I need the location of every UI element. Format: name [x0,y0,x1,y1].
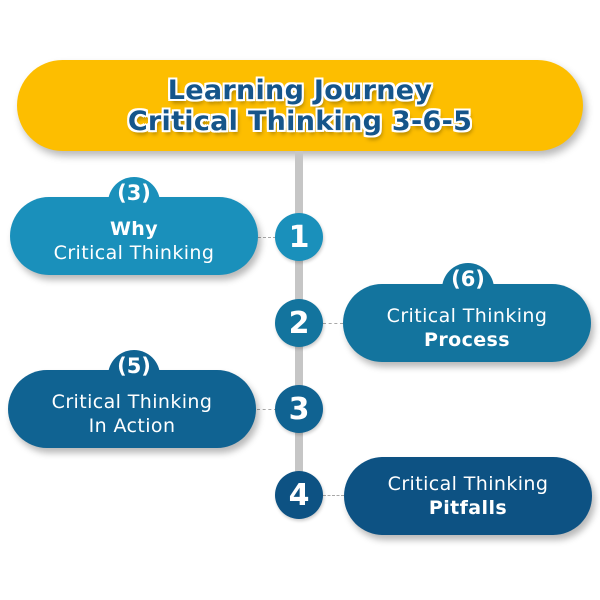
step-1-number-badge: 1 [275,213,323,261]
step-4-number-badge: 4 [275,471,323,519]
connector-4 [323,495,344,496]
connector-3 [257,409,277,410]
step-2-line-1: Critical Thinking [386,305,548,327]
step-4-card: Critical Thinking Pitfalls [344,457,592,535]
step-4-number: 4 [288,477,310,513]
step-2-number-badge: 2 [275,299,323,347]
step-1-count-tab: (3) [108,177,160,217]
connector-1 [258,237,276,238]
step-3-number: 3 [288,391,310,427]
step-2-count-tab: (6) [442,263,494,303]
step-3-card: Critical Thinking In Action [8,370,256,448]
title-banner: Learning Journey Critical Thinking 3-6-5 [17,60,583,151]
title-line-1: Learning Journey [167,74,433,106]
step-3-number-badge: 3 [275,385,323,433]
step-2-number: 2 [288,305,310,341]
step-2-count: (6) [451,267,485,291]
step-4-line-2: Pitfalls [428,497,508,519]
step-4-line-1: Critical Thinking [387,473,549,495]
step-3-count-tab: (5) [108,350,160,390]
step-1-line-2: Critical Thinking [53,242,215,264]
step-1-number: 1 [288,219,310,255]
step-3-line-1: Critical Thinking [51,391,213,413]
title-line-2: Critical Thinking 3-6-5 [127,105,473,137]
connector-2 [323,323,343,324]
step-2-line-2: Process [424,329,510,351]
step-1-line-1: Why [109,218,159,240]
step-1-count: (3) [117,181,151,205]
step-1-card: Why Critical Thinking [10,197,258,275]
step-3-line-2: In Action [88,415,176,437]
step-3-count: (5) [117,354,151,378]
